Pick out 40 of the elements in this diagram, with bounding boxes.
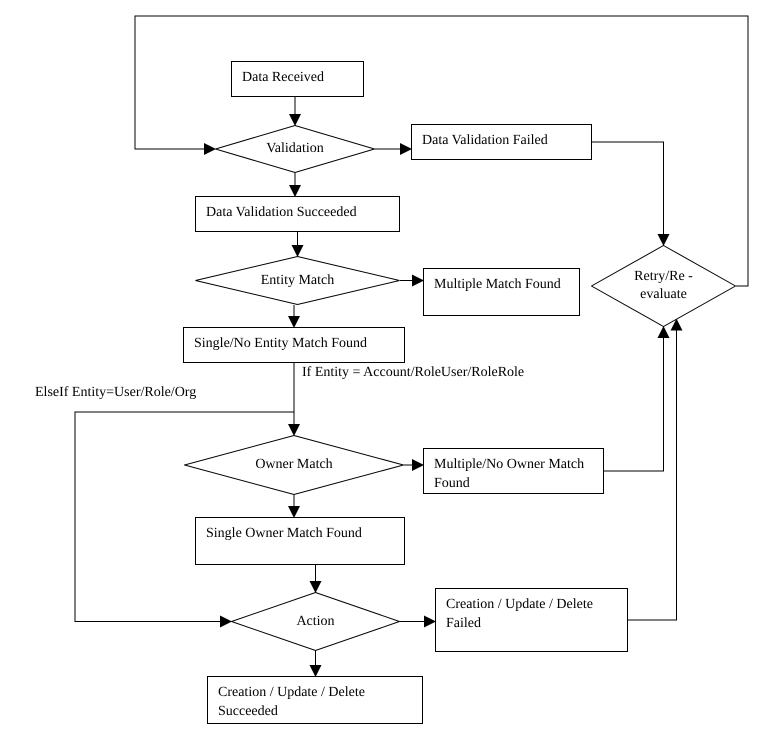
arrow: [310, 650, 322, 677]
arrow: [628, 318, 682, 620]
node-text: Multiple Match Found: [434, 276, 562, 294]
node-text: Retry/Re -evaluate: [633, 268, 694, 304]
node-text: Entity Match: [260, 272, 334, 290]
arrow: [592, 142, 670, 246]
arrow: [400, 616, 436, 628]
arrow: [604, 326, 670, 472]
process-box: [423, 268, 580, 316]
arrow: [288, 494, 300, 518]
process-box: [207, 676, 423, 724]
node-text: Multiple/No Owner Match Found: [434, 456, 586, 493]
arrow: [134, 16, 748, 286]
node-text: Owner Match: [255, 456, 333, 474]
node-text: Single Owner Match Found: [206, 525, 363, 543]
edge-label: If Entity = Account/RoleUser/RoleRole: [302, 365, 524, 381]
node-text: Data Received: [242, 69, 326, 87]
arrow: [292, 232, 304, 257]
node-text: Data Validation Succeeded: [206, 204, 358, 222]
arrow: [289, 96, 301, 126]
node-text: Creation / Update / Delete Failed: [446, 596, 594, 633]
edge-label: ElseIf Entity=User/Role/Org: [35, 385, 196, 401]
process-box: [411, 124, 592, 160]
process-box: [195, 196, 400, 232]
node-text: Creation / Update / Delete Succeeded: [218, 684, 366, 721]
arrow: [404, 459, 424, 471]
process-box: [195, 517, 405, 565]
process-box: [423, 448, 604, 494]
node-text: Action: [296, 612, 335, 630]
arrow: [289, 172, 301, 197]
arrow: [400, 274, 424, 286]
process-box: [231, 61, 364, 97]
process-box: [435, 588, 628, 652]
node-text: Validation: [266, 140, 324, 158]
arrow: [374, 143, 412, 155]
process-box: [183, 327, 405, 363]
node-text: Single/No Entity Match Found: [194, 335, 368, 353]
arrow: [310, 564, 322, 593]
node-text: Data Validation Failed: [422, 132, 549, 150]
arrow: [288, 304, 300, 328]
